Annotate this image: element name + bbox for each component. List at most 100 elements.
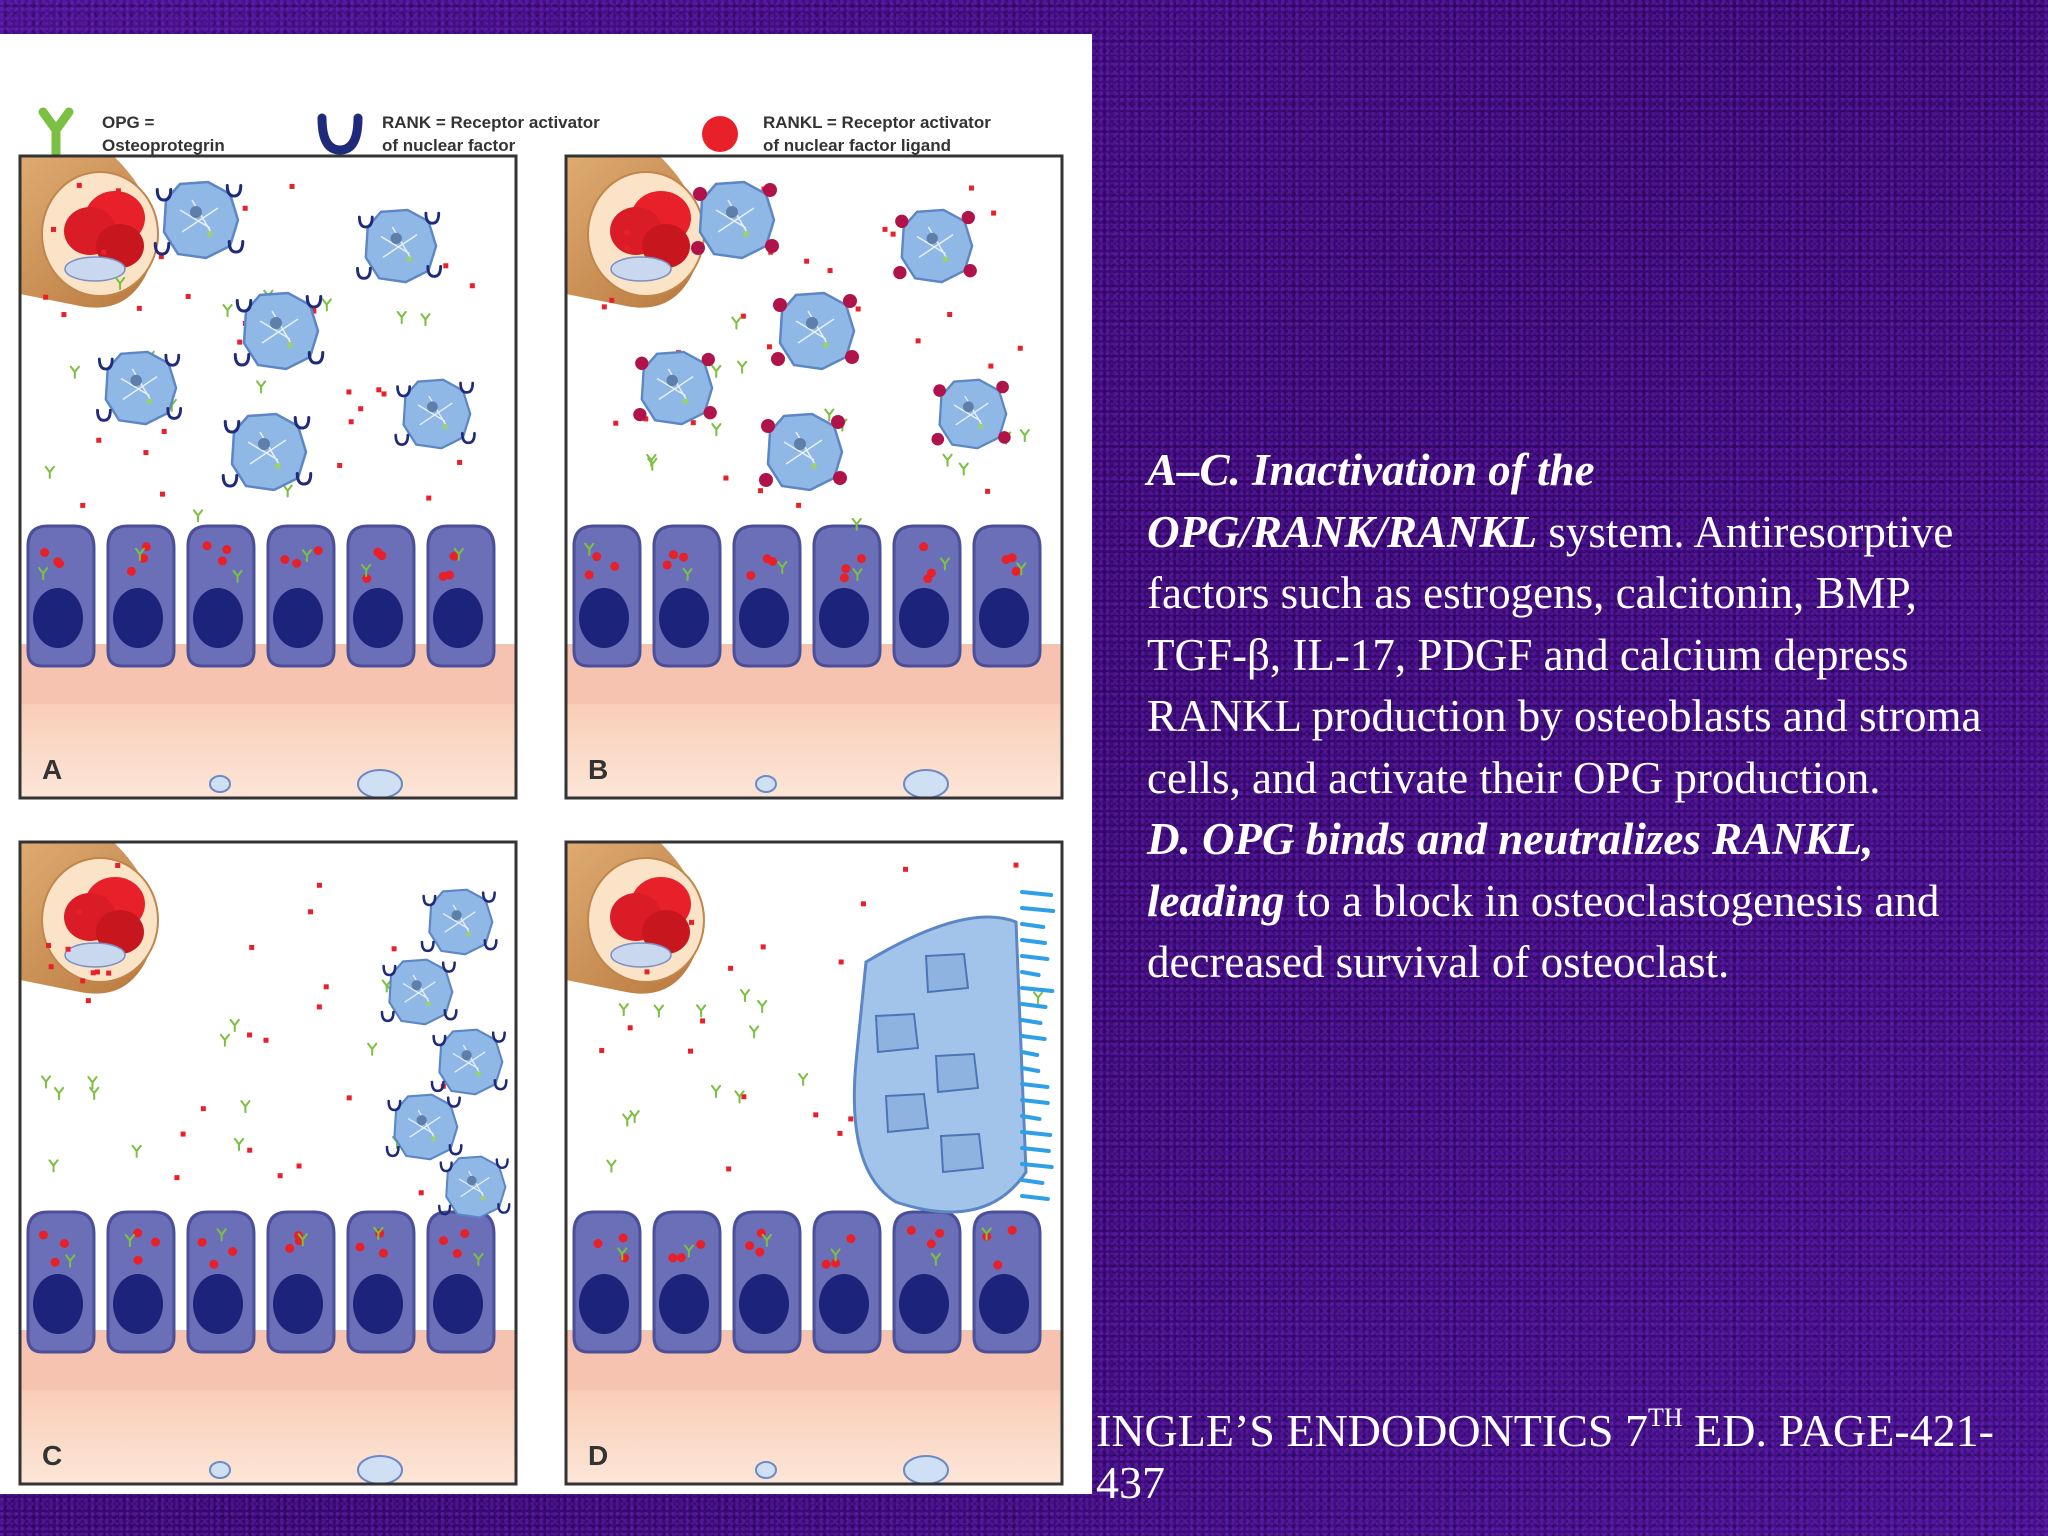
rankl-dot: [841, 564, 851, 574]
legend: OPG = Osteoprotegrin RANK = Receptor act…: [38, 107, 991, 161]
legend-rank-line2: of nuclear factor: [382, 136, 516, 155]
rankl-dot: [222, 545, 232, 555]
osteoblast: [572, 1210, 642, 1354]
nucleus: [433, 588, 483, 648]
free-rankl: [627, 1025, 633, 1031]
rankl-dot: [856, 554, 866, 564]
osteoblast: [972, 524, 1042, 668]
nucleus: [113, 1274, 163, 1334]
rankl-dot: [1011, 566, 1021, 576]
rankl-dot: [280, 555, 290, 565]
free-rankl: [426, 495, 432, 501]
osteoblast: [652, 1210, 722, 1354]
rankl-dot: [53, 557, 63, 567]
free-rankl: [723, 475, 729, 481]
osteoblast: [812, 1210, 882, 1354]
rank-rankl-complex: [963, 264, 977, 278]
free-rankl: [337, 462, 343, 468]
nucleus: [874, 1012, 920, 1054]
rank-rankl-complex: [703, 406, 717, 420]
panel-d: D: [564, 840, 1064, 1486]
rankl-dot: [50, 1257, 60, 1267]
rank-rankl-complex: [831, 415, 845, 429]
free-rankl: [316, 882, 322, 888]
osteoclast-precursor: [437, 1155, 511, 1219]
osteoclast-precursor: [420, 888, 498, 956]
nucleus: [659, 1274, 709, 1334]
nucleus: [939, 1132, 985, 1174]
free-rankl: [80, 978, 86, 984]
osteoblast: [266, 1210, 336, 1354]
rankl-dot: [202, 541, 212, 551]
free-rankl: [48, 964, 54, 970]
nucleus: [411, 980, 422, 991]
osteoblast: [732, 1210, 802, 1354]
rankl-dot: [935, 1228, 945, 1238]
free-rankl: [796, 502, 802, 508]
rankl-dot: [610, 561, 620, 571]
free-rankl: [700, 1018, 706, 1024]
nucleus: [726, 206, 738, 218]
rankl-dot: [209, 1259, 219, 1269]
osteoblast: [186, 1210, 256, 1354]
ruffled-border: [1020, 1178, 1045, 1185]
free-rankl: [609, 297, 615, 303]
osteoblast: [426, 524, 496, 668]
osteoblast: [572, 524, 642, 668]
ruffled-border: [1020, 1146, 1051, 1153]
free-rankl: [323, 984, 329, 990]
panel-label: B: [588, 754, 608, 785]
free-rankl: [263, 1037, 269, 1043]
free-rankl: [158, 254, 164, 260]
rank-rankl-complex: [633, 407, 647, 422]
nucleus: [739, 1274, 789, 1334]
rankl-dot: [821, 1259, 831, 1269]
rank-rankl-complex: [998, 431, 1011, 444]
free-rankl: [688, 1048, 694, 1054]
rankl-dot: [746, 570, 756, 580]
lining-cell: [755, 775, 777, 793]
rankl-dot: [676, 1253, 686, 1263]
blood-vessel: [566, 842, 705, 994]
red-blood-cell: [96, 910, 144, 954]
panel-label: A: [42, 754, 62, 785]
free-rankl: [76, 182, 82, 188]
rankl-dot: [668, 550, 678, 560]
free-rankl: [1013, 862, 1019, 868]
panel-c: C: [18, 840, 518, 1486]
osteoblast: [426, 1210, 496, 1354]
nucleus: [924, 952, 970, 994]
osteoclast-precursor: [153, 180, 245, 260]
free-rankl: [308, 909, 314, 915]
rank-rankl-complex: [996, 380, 1009, 394]
osteoblast-row: [26, 524, 496, 668]
ruffled-border: [1020, 1082, 1050, 1089]
free-rankl: [316, 1004, 322, 1010]
rank-rankl-complex: [833, 471, 847, 485]
ruffled-border: [1020, 1130, 1053, 1137]
free-rankl: [101, 249, 107, 255]
free-rankl: [903, 866, 909, 872]
free-rankl: [50, 226, 56, 232]
nucleus: [427, 401, 438, 413]
free-rankl: [346, 389, 352, 395]
endothelial-cell: [610, 942, 672, 968]
rankl-dot: [745, 1241, 755, 1251]
free-rankl: [443, 263, 449, 269]
caption-d-heading-1: D. OPG binds and neutralizes RANKL,: [1147, 814, 1874, 864]
nucleus: [273, 1274, 323, 1334]
osteoclast-precursor: [394, 378, 476, 450]
opg-y-icon: [38, 107, 74, 161]
free-rankl: [599, 1048, 605, 1054]
nucleus: [467, 1175, 477, 1186]
ruffled-border: [1020, 970, 1041, 977]
rankl-dot: [767, 556, 777, 566]
legend-opg: OPG = Osteoprotegrin: [38, 107, 225, 161]
osteoblast: [26, 1210, 96, 1354]
osteoclast-precursor: [430, 1028, 508, 1096]
osteoclast-precursor: [931, 378, 1011, 450]
ruffled-border: [1020, 906, 1056, 913]
free-rankl: [882, 226, 888, 232]
ruffled-border: [1020, 1114, 1042, 1121]
rankl-dot: [377, 551, 387, 561]
